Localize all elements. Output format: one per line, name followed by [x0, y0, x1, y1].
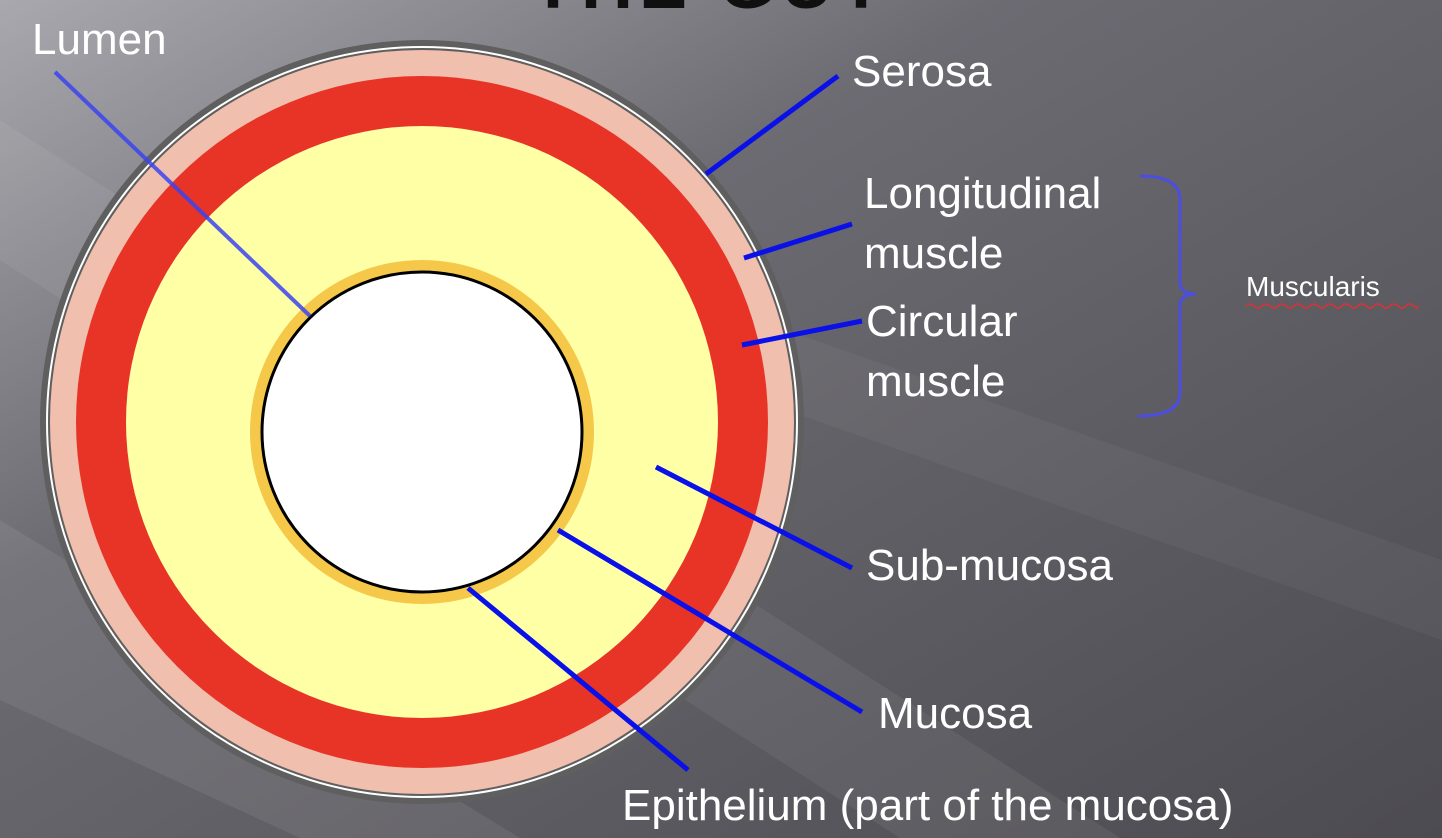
submucosa-label: Sub-mucosa — [866, 541, 1114, 590]
epithelium-label: Epithelium (part of the mucosa) — [622, 781, 1233, 830]
mucosa-label: Mucosa — [878, 689, 1033, 738]
circular-muscle-label-line1: Circular — [866, 297, 1018, 346]
muscularis-bracket — [1137, 174, 1197, 418]
serosa-leader-line — [704, 73, 840, 177]
epithelium-leader-line — [466, 586, 690, 772]
slide-title: THE GUT — [531, 0, 889, 24]
serosa-label: Serosa — [852, 47, 992, 96]
mucosa-leader-line — [556, 527, 864, 715]
longitudinal-muscle-label-line2: muscle — [864, 229, 1003, 278]
circular-muscle-leader-line — [741, 318, 863, 348]
background-sheen — [700, 300, 1442, 640]
serosa-edge — [46, 46, 798, 798]
lumen-leader-line — [53, 70, 312, 318]
spellcheck-underline — [1245, 303, 1419, 309]
longitudinal-muscle-leader-line — [743, 221, 853, 261]
submucosa-leader-line — [654, 464, 854, 571]
lumen-label: Lumen — [32, 15, 167, 64]
circular-muscle-label-line2: muscle — [866, 357, 1005, 406]
muscularis-label: Muscularis — [1246, 271, 1380, 302]
lumen — [260, 270, 584, 594]
longitudinal-muscle-label-line1: Longitudinal — [864, 169, 1101, 218]
